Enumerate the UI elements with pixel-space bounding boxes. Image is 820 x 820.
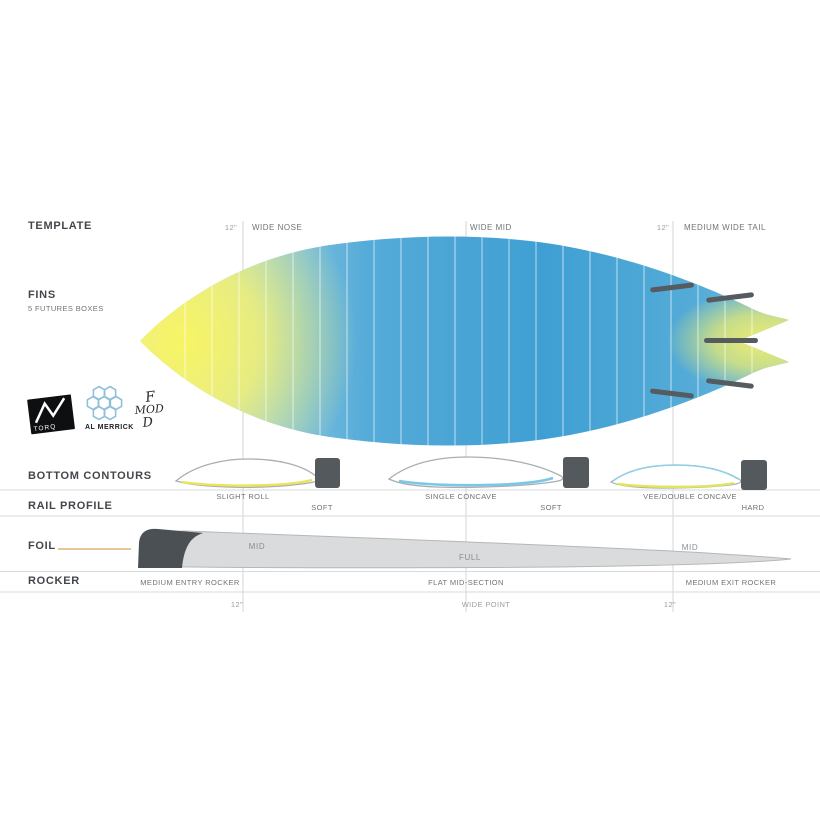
- surfboard-top-view: [140, 236, 789, 446]
- brand-logo: TORQ: [27, 394, 75, 435]
- wide-mid-label: WIDE MID: [470, 223, 512, 232]
- fins-sub-label: 5 FUTURES BOXES: [28, 304, 104, 313]
- foil-label-mid-2: MID: [681, 543, 699, 552]
- contour-label-slight-roll: SLIGHT ROLL: [216, 492, 270, 501]
- wide-point-label: WIDE POINT: [461, 600, 511, 609]
- rocker-label-entry: MEDIUM ENTRY ROCKER: [140, 578, 240, 587]
- foil-label-full: FULL: [459, 553, 481, 562]
- bottom-right-dimension: 12": [663, 600, 677, 609]
- tail-dimension: 12": [656, 223, 670, 232]
- section-label-template: TEMPLATE: [28, 220, 93, 232]
- rail-block: [741, 460, 767, 490]
- shaper-logo: [86, 385, 123, 421]
- tail-block: [138, 528, 203, 568]
- section-label-rail-profile: RAIL PROFILE: [28, 500, 113, 512]
- section-label-foil: FOIL: [28, 540, 56, 552]
- bottom-left-dimension: 12": [230, 600, 244, 609]
- foil-profile: [58, 528, 792, 569]
- model-logo-line: F: [143, 389, 157, 407]
- brand-logo-text: TORQ: [33, 423, 56, 433]
- shaper-logo-text: AL MERRICK: [85, 424, 134, 431]
- contour-label-vee-double-concave: VEE/DOUBLE CONCAVE: [643, 492, 737, 501]
- wide-nose-label: WIDE NOSE: [252, 223, 303, 232]
- rail-block: [563, 457, 589, 488]
- rocker-label-mid: FLAT MID-SECTION: [428, 578, 504, 587]
- section-label-fins: FINS: [28, 289, 56, 301]
- section-label-rocker: ROCKER: [28, 575, 80, 587]
- model-logo: F MOD D: [133, 389, 164, 431]
- contour-label-single-concave: SINGLE CONCAVE: [425, 492, 497, 501]
- contour-slight-roll: [174, 458, 340, 488]
- model-logo-line: MOD: [133, 402, 164, 417]
- rail-block: [315, 458, 340, 488]
- medium-wide-tail-label: MEDIUM WIDE TAIL: [684, 223, 766, 232]
- rocker-label-exit: MEDIUM EXIT ROCKER: [685, 578, 777, 587]
- contour-single-concave: [387, 456, 589, 488]
- fin-boxes: [650, 282, 758, 399]
- section-rules: [0, 489, 820, 593]
- rail-label-soft-2: SOFT: [540, 503, 562, 512]
- section-label-bottom-contours: BOTTOM CONTOURS: [28, 470, 152, 482]
- rail-label-soft-1: SOFT: [311, 503, 333, 512]
- model-logo-line: D: [141, 415, 155, 431]
- contour-vee-double-concave: [609, 460, 767, 490]
- nose-dimension: 12": [224, 223, 238, 232]
- rail-label-hard: HARD: [741, 503, 765, 512]
- foil-label-mid-1: MID: [248, 542, 266, 551]
